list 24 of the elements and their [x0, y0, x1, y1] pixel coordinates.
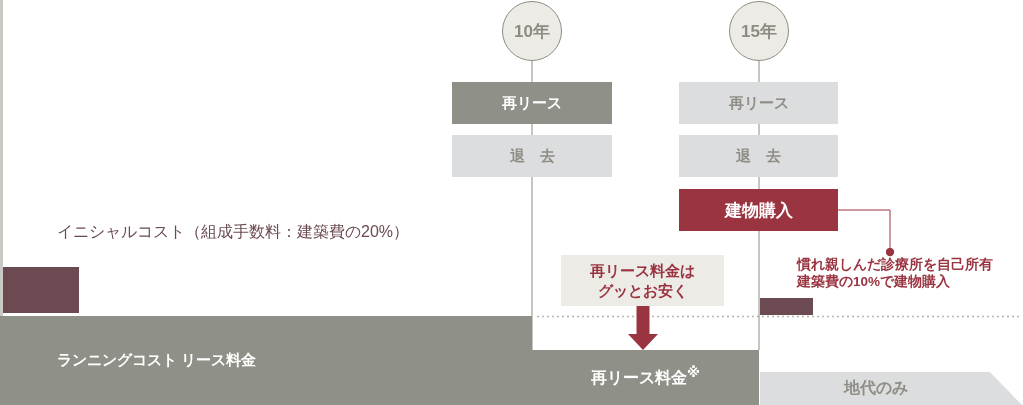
note-text: 慣れ親しんだ診療所を自己所有建築費の10%で建物購入	[797, 252, 1000, 292]
connector-line	[758, 230, 760, 351]
callout-box: 再リース料金はグッとお安く	[561, 255, 724, 306]
connector-line	[758, 176, 760, 190]
cost-band: 地代のみ	[760, 372, 1022, 405]
connector-line	[758, 60, 760, 83]
cost-band: ランニングコスト リース料金	[0, 316, 532, 405]
option-box: 再リース	[452, 82, 612, 124]
option-box: 退 去	[452, 135, 612, 177]
option-box: 退 去	[679, 135, 838, 177]
option-box: 再リース	[679, 82, 838, 124]
connector-line	[531, 60, 533, 83]
cost-bar	[3, 267, 79, 313]
cost-band: 再リース料金$^{※}$	[532, 350, 759, 405]
leader-line	[837, 209, 895, 257]
connector-line	[531, 123, 533, 136]
arrow	[628, 306, 658, 350]
cost-label: イニシャルコスト（組成手数料：建築費の20%）	[57, 222, 410, 242]
connector-line	[531, 176, 533, 351]
year-circle: 10年	[502, 1, 562, 61]
connector-line	[758, 123, 760, 136]
option-box: 建物購入	[679, 189, 838, 231]
cost-bar	[760, 298, 813, 315]
year-circle: 15年	[729, 1, 789, 61]
